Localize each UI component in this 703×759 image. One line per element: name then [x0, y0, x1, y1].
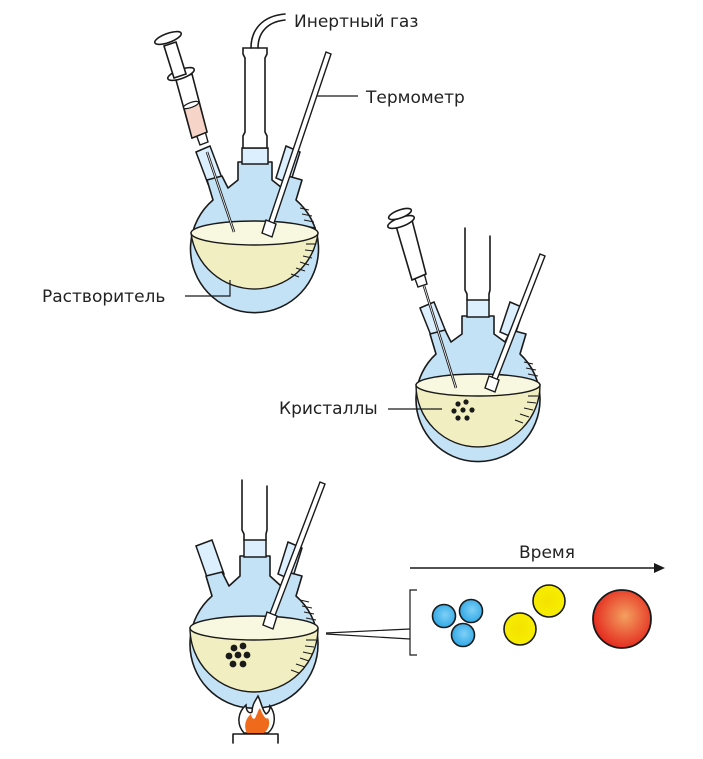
thermometer-label: Термометр — [365, 88, 465, 108]
crystals-cluster-large — [225, 642, 251, 668]
inert-gas-label: Инертный газ — [294, 12, 418, 32]
crystals-cluster-small — [451, 399, 475, 421]
flask-2-shading — [514, 361, 539, 424]
inert-gas-adapter — [242, 47, 268, 149]
empty-syringe — [386, 207, 458, 389]
solvent-leader — [185, 280, 231, 297]
bracket — [409, 589, 417, 656]
syringe-with-liquid — [153, 30, 236, 233]
yellow-particle — [532, 584, 566, 618]
time-label: Время — [519, 543, 575, 563]
flask-2: Кристаллы — [279, 207, 546, 463]
flask-3-gas-inlet — [241, 479, 268, 541]
thermometer-3 — [262, 481, 326, 630]
time-axis: Время — [410, 543, 665, 573]
red-particle — [592, 589, 652, 649]
flame-inner-icon — [245, 708, 270, 733]
flask-3-solution — [189, 627, 319, 693]
flask-3 — [189, 479, 417, 744]
thermometer-1 — [261, 51, 332, 238]
flask-2-solvent — [415, 384, 541, 448]
arrow-right-icon — [654, 563, 665, 573]
flask-3-center-joint — [243, 539, 267, 558]
burner — [232, 694, 279, 744]
flask-2-solvent-surface — [415, 373, 541, 397]
yellow-particle — [503, 612, 537, 646]
magnify-connector — [325, 628, 411, 640]
flask-2-gas-inlet — [464, 227, 491, 301]
particles-early — [431, 598, 484, 648]
inert-gas-tube — [250, 13, 286, 49]
flask-1-solvent-surface — [190, 220, 319, 246]
solvent-label: Растворитель — [42, 287, 165, 307]
flask-3-shading — [290, 599, 317, 674]
blue-particle — [458, 598, 484, 624]
crystals-label: Кристаллы — [279, 399, 378, 419]
blue-particle — [450, 622, 476, 648]
flask-1: Инертный газ Термометр Растворитель — [42, 12, 465, 314]
flask-1-solvent — [190, 232, 319, 290]
particles-late — [592, 589, 652, 649]
flask-1-shading — [290, 207, 317, 278]
blue-particle — [431, 603, 457, 629]
particles-middle — [503, 584, 566, 646]
flask-3-solution-surface — [189, 615, 319, 641]
thermometer-2 — [484, 253, 546, 393]
burner-stand — [232, 733, 279, 744]
flask-2-center-joint — [466, 299, 490, 318]
flask-1-center-joint — [241, 147, 269, 165]
